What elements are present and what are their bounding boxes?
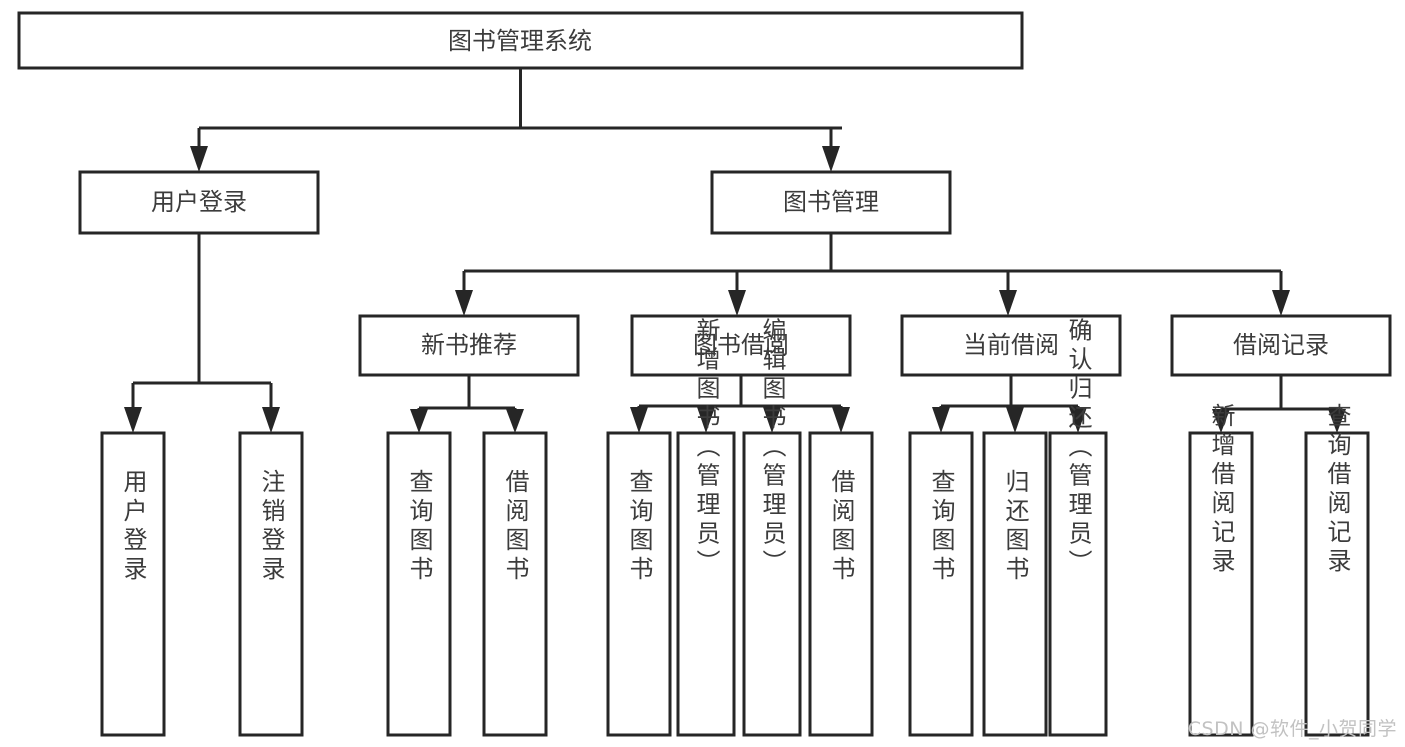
node-book-manage-box[interactable]	[710, 170, 952, 235]
node-leaf-add-record[interactable]: 新增借阅记录	[1188, 403, 1254, 737]
node-leaf-borrow-book-2[interactable]: 借阅图书	[808, 431, 874, 737]
node-new-book-rec[interactable]: 新书推荐	[358, 314, 580, 377]
node-leaf-query-book-3[interactable]: 查询图书	[908, 431, 974, 737]
node-book-manage-label: 图书管理	[783, 188, 879, 216]
arrow-head-leaf-add-book	[697, 407, 715, 433]
node-current-borrow-label: 当前借阅	[963, 331, 1059, 359]
connector-layer	[124, 68, 1346, 433]
node-root-label: 图书管理系统	[448, 27, 592, 55]
node-current-borrow-box[interactable]	[900, 314, 1122, 377]
node-leaf-borrow-book-2-box[interactable]	[808, 431, 874, 737]
node-borrow-record-box[interactable]	[1170, 314, 1392, 377]
node-book-borrow[interactable]: 图书借阅	[630, 314, 852, 377]
arrow-head-leaf-query-book-1	[410, 409, 428, 433]
node-leaf-query-book-3-box[interactable]	[908, 431, 974, 737]
arrow-head-user-login	[190, 146, 208, 172]
node-book-borrow-label: 图书借阅	[693, 331, 789, 359]
node-borrow-record[interactable]: 借阅记录	[1170, 314, 1392, 377]
node-leaf-confirm-return-box[interactable]	[1048, 431, 1108, 737]
node-leaf-return-book[interactable]: 归还图书	[982, 431, 1048, 737]
node-leaf-edit-book-box[interactable]	[742, 431, 802, 737]
node-book-manage[interactable]: 图书管理	[710, 170, 952, 235]
node-leaf-add-book-label: 新增图书（管理员）	[692, 318, 720, 579]
node-leaf-confirm-return-label: 确认归还（管理员）	[1064, 318, 1092, 579]
arrow-head-leaf-borrow-book-2	[832, 407, 850, 433]
arrow-head-leaf-user-login	[124, 407, 142, 433]
node-root[interactable]: 图书管理系统	[17, 11, 1024, 70]
node-leaf-add-book[interactable]: 新增图书（管理员）	[676, 318, 736, 737]
node-leaf-query-book-2-label: 查询图书	[625, 469, 653, 585]
node-current-borrow[interactable]: 当前借阅	[900, 314, 1122, 377]
node-leaf-confirm-return[interactable]: 确认归还（管理员）	[1048, 318, 1108, 737]
node-leaf-borrow-book-1[interactable]: 借阅图书	[482, 431, 548, 737]
node-leaf-user-logout-label: 注销登录	[257, 469, 285, 585]
node-leaf-query-book-2-box[interactable]	[606, 431, 672, 737]
node-borrow-record-label: 借阅记录	[1233, 331, 1329, 359]
arrow-head-new-book-rec	[455, 290, 473, 316]
arrow-head-leaf-user-logout	[262, 407, 280, 433]
node-user-login-box[interactable]	[78, 170, 320, 235]
node-leaf-query-record-box[interactable]	[1304, 431, 1370, 737]
node-leaf-query-book-2[interactable]: 查询图书	[606, 431, 672, 737]
arrow-head-leaf-edit-book	[763, 407, 781, 433]
node-leaf-user-login-box[interactable]	[100, 431, 166, 737]
arrow-head-leaf-return-book	[1006, 407, 1024, 433]
node-leaf-edit-book-label: 编辑图书（管理员）	[758, 318, 786, 579]
node-leaf-return-book-box[interactable]	[982, 431, 1048, 737]
node-new-book-rec-box[interactable]	[358, 314, 580, 377]
node-leaf-add-book-box[interactable]	[676, 431, 736, 737]
node-new-book-rec-label: 新书推荐	[421, 331, 517, 359]
arrow-head-leaf-query-record	[1328, 409, 1346, 433]
arrow-head-leaf-query-book-3	[932, 407, 950, 433]
arrow-head-borrow-record	[1272, 290, 1290, 316]
arrow-head-leaf-confirm-return	[1069, 407, 1087, 433]
arrow-head-current-borrow	[999, 290, 1017, 316]
node-leaf-user-logout-box[interactable]	[238, 431, 304, 737]
arrow-head-book-manage	[822, 146, 840, 172]
node-leaf-return-book-label: 归还图书	[1001, 469, 1029, 585]
node-leaf-query-book-1[interactable]: 查询图书	[386, 431, 452, 737]
node-leaf-user-login[interactable]: 用户登录	[100, 431, 166, 737]
node-root-box[interactable]	[17, 11, 1024, 70]
node-leaf-query-book-1-label: 查询图书	[405, 469, 433, 585]
node-leaf-add-record-label: 新增借阅记录	[1207, 403, 1235, 577]
node-leaf-query-record[interactable]: 查询借阅记录	[1304, 403, 1370, 737]
node-leaf-query-record-label: 查询借阅记录	[1323, 403, 1351, 577]
arrow-head-leaf-add-record	[1212, 409, 1230, 433]
arrow-head-leaf-borrow-book-1	[506, 409, 524, 433]
node-leaf-edit-book[interactable]: 编辑图书（管理员）	[742, 318, 802, 737]
node-leaf-user-login-label: 用户登录	[119, 469, 147, 585]
node-leaf-user-logout[interactable]: 注销登录	[238, 431, 304, 737]
node-leaf-add-record-box[interactable]	[1188, 431, 1254, 737]
node-leaf-query-book-3-label: 查询图书	[927, 469, 955, 585]
node-user-login-label: 用户登录	[151, 188, 247, 216]
node-leaf-borrow-book-1-label: 借阅图书	[501, 469, 529, 585]
node-book-borrow-box[interactable]	[630, 314, 852, 377]
node-leaf-borrow-book-2-label: 借阅图书	[827, 469, 855, 585]
node-leaf-query-book-1-box[interactable]	[386, 431, 452, 737]
node-user-login[interactable]: 用户登录	[78, 170, 320, 235]
arrow-head-leaf-query-book-2	[630, 407, 648, 433]
node-leaf-borrow-book-1-box[interactable]	[482, 431, 548, 737]
arrow-head-book-borrow	[728, 290, 746, 316]
